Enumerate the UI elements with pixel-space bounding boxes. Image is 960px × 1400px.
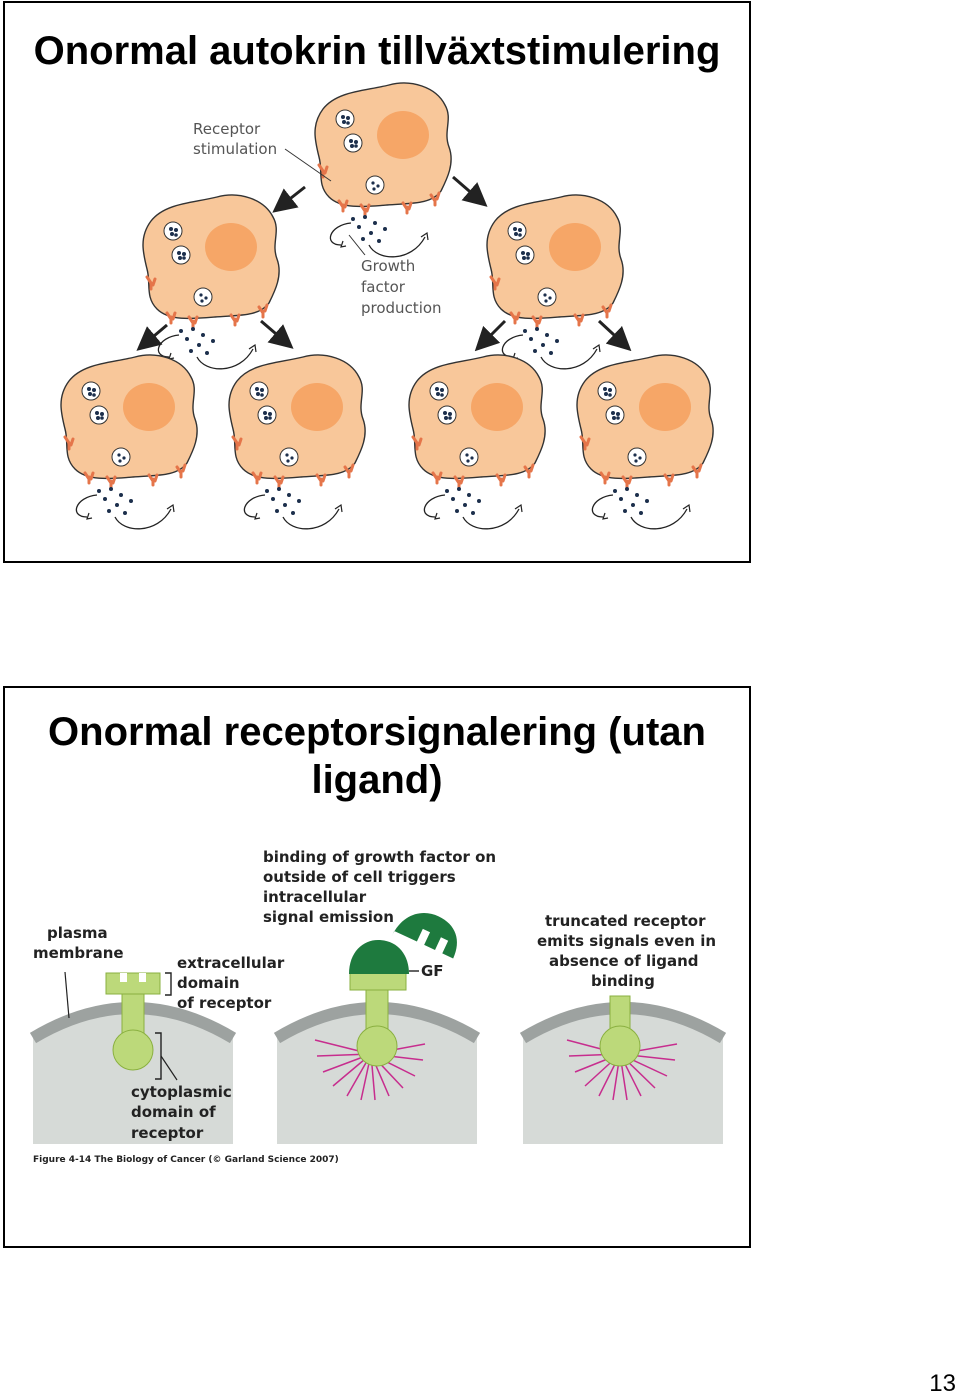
slide-autocrine: Receptor stimulation Growth factor produ… (3, 1, 751, 563)
page-number: 13 (929, 1370, 956, 1397)
label-cyto-3: receptor (131, 1124, 204, 1142)
receptor-leader (284, 148, 332, 182)
slide2-title: Onormal receptorsignalering (utan ligand… (5, 708, 749, 804)
slide2-title-line2: ligand) (311, 758, 443, 802)
label-binding-2: outside of cell triggers (263, 868, 456, 886)
panel-truncated-receptor (519, 995, 727, 1144)
label-trunc-1: truncated receptor (545, 912, 706, 930)
label-binding-1: binding of growth factor on (263, 848, 496, 866)
figure-caption: Figure 4-14 The Biology of Cancer (© Gar… (33, 1155, 339, 1165)
slide1-title: Onormal autokrin tillväxtstimulering (33, 29, 721, 73)
cell-bottom-4 (575, 353, 715, 531)
panel-gf-bound (273, 913, 481, 1144)
receptor-figure: plasma membrane extracellular domain of … (29, 848, 727, 1165)
cell-bottom-1 (59, 353, 199, 531)
label-trunc-2: emits signals even in (537, 932, 716, 950)
label-extra-1: extracellular (177, 954, 285, 972)
label-plasma-2: membrane (33, 944, 124, 962)
label-growth-3: production (361, 299, 442, 317)
label-receptor-2: stimulation (193, 140, 277, 158)
label-cyto-1: cytoplasmic (131, 1083, 232, 1101)
growth-leader (348, 234, 366, 256)
label-growth-1: Growth (361, 257, 415, 275)
slide2-title-line1: Onormal receptorsignalering (utan (48, 710, 706, 754)
label-binding-4: signal emission (263, 908, 394, 926)
label-plasma-1: plasma (47, 924, 108, 942)
label-trunc-3: absence of ligand (549, 952, 699, 970)
label-receptor-1: Receptor (193, 120, 261, 138)
panel-normal-receptor (29, 971, 237, 1144)
cell-bottom-2 (227, 353, 367, 531)
parent-cell (313, 81, 453, 259)
cell-left (141, 193, 281, 371)
autocrine-figure: Receptor stimulation Growth factor produ… (59, 81, 715, 531)
label-trunc-4: binding (591, 972, 655, 990)
label-extra-3: of receptor (177, 994, 272, 1012)
label-gf: GF (421, 962, 444, 980)
division-arrows (136, 175, 632, 352)
label-growth-2: factor (361, 278, 406, 296)
label-cyto-2: domain of (131, 1103, 216, 1121)
label-extra-2: domain (177, 974, 240, 992)
slide-receptor-signaling: Onormal receptorsignalering (utan ligand… (3, 686, 751, 1248)
label-binding-3: intracellular (263, 888, 367, 906)
cell-right (485, 193, 625, 371)
cell-bottom-3 (407, 353, 547, 531)
